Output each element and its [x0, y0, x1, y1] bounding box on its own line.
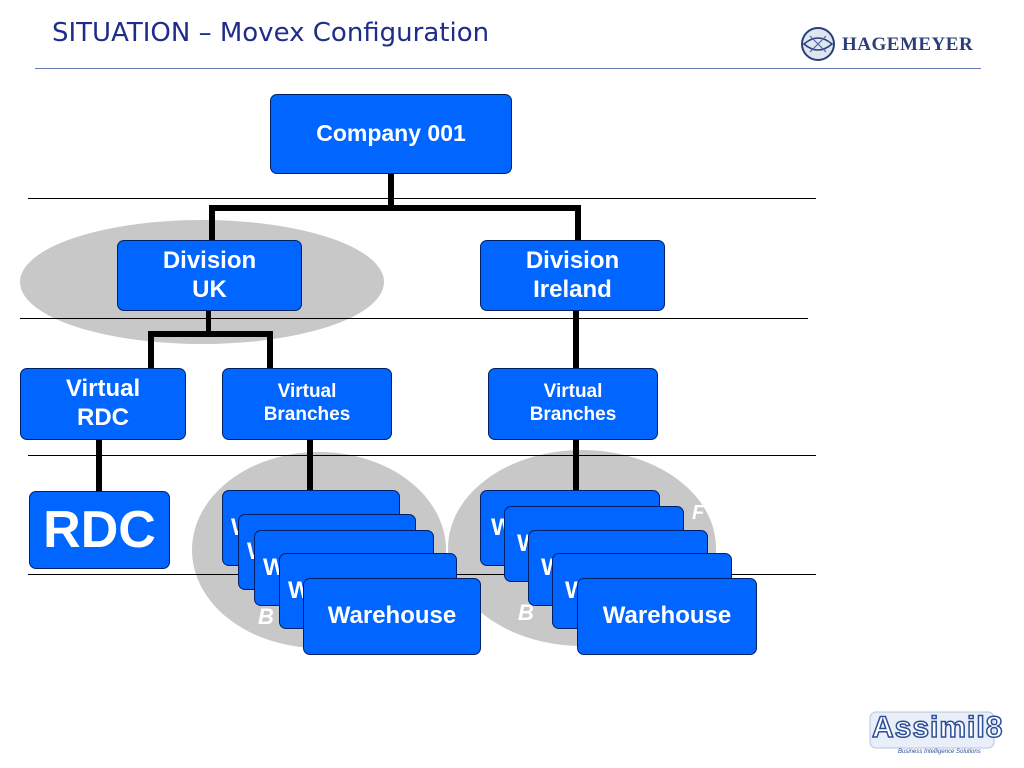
- rdc-label: RDC: [43, 500, 156, 559]
- connector-company-down: [388, 174, 394, 210]
- ie-branches-hidden-label-top: F: [692, 502, 705, 524]
- level-rule-1: [28, 198, 816, 199]
- connector-uk-bar: [148, 331, 273, 337]
- level-rule-2: [20, 318, 808, 319]
- connector-division-bar: [209, 205, 581, 211]
- uk-virtual-branches-label-line2: Branches: [263, 404, 351, 425]
- uk-branches-hidden-label: B: [258, 604, 274, 629]
- hagemeyer-logo: [801, 27, 835, 61]
- connector-to-uk: [209, 205, 215, 241]
- connector-to-virtual-rdc: [148, 331, 154, 369]
- connector-to-ireland: [575, 205, 581, 241]
- assimil8-logo-text: Assimil8: [871, 710, 1004, 745]
- division-uk-label-line1: Division: [162, 246, 257, 274]
- virtual-rdc-box[interactable]: Virtual RDC: [20, 368, 186, 440]
- division-ireland-box[interactable]: Division Ireland: [480, 240, 665, 311]
- hagemeyer-logo-text: HAGEMEYER: [842, 34, 974, 55]
- division-ireland-label-line1: Division: [525, 246, 620, 274]
- title-divider: [35, 68, 981, 69]
- ie-virtual-branches-label-line2: Branches: [529, 404, 617, 425]
- connector-to-uk-warehouses: [307, 438, 313, 492]
- uk-virtual-branches-label-line1: Virtual: [277, 381, 337, 403]
- division-uk-label-line2: UK: [192, 275, 227, 303]
- connector-to-uk-branches: [267, 331, 273, 369]
- division-uk-box[interactable]: Division UK: [117, 240, 302, 311]
- division-ireland-label-line2: Ireland: [533, 275, 612, 303]
- connector-ireland-down: [573, 310, 579, 370]
- ie-virtual-branches-label-line1: Virtual: [543, 381, 603, 403]
- rdc-box[interactable]: RDC: [29, 491, 170, 569]
- company-001-label: Company 001: [316, 120, 466, 147]
- connector-to-rdc: [96, 438, 102, 492]
- ie-warehouse-front[interactable]: Warehouse: [577, 578, 757, 655]
- ie-warehouse-front-label: Warehouse: [602, 602, 732, 630]
- connector-uk-down: [206, 310, 211, 334]
- uk-warehouse-front[interactable]: Warehouse: [303, 578, 481, 655]
- connector-to-ie-warehouses: [573, 438, 579, 492]
- slide-title: SITUATION – Movex Configuration: [52, 18, 490, 48]
- ie-branches-hidden-label: B: [518, 600, 534, 625]
- assimil8-logo: [869, 711, 995, 749]
- uk-virtual-branches-box[interactable]: Virtual Branches: [222, 368, 392, 440]
- ie-virtual-branches-box[interactable]: Virtual Branches: [488, 368, 658, 440]
- virtual-rdc-label-line2: RDC: [77, 404, 129, 431]
- company-001-box[interactable]: Company 001: [270, 94, 512, 174]
- assimil8-logo-subtext: Business Intelligence Solutions: [898, 749, 981, 755]
- uk-warehouse-front-label: Warehouse: [327, 602, 457, 630]
- level-rule-3: [28, 455, 816, 456]
- virtual-rdc-label-line1: Virtual: [65, 375, 141, 403]
